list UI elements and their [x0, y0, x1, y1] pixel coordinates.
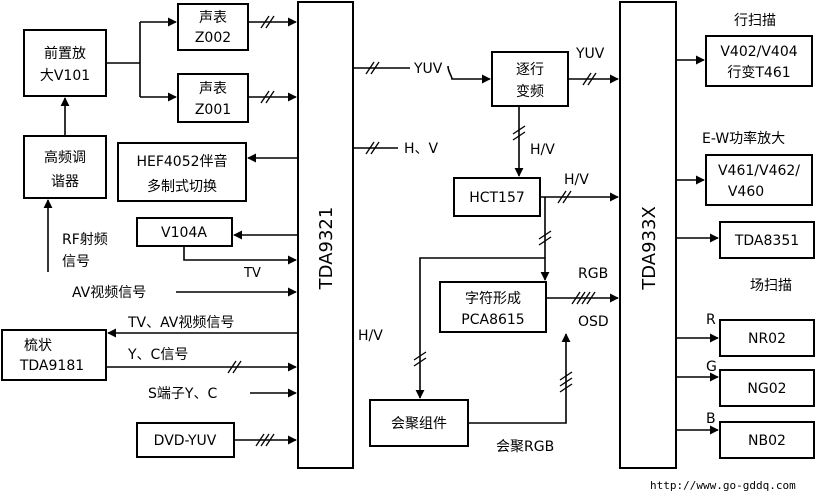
nr02-block: NR02	[719, 319, 815, 357]
r-label: R	[706, 312, 716, 328]
hscan-label: 行扫描	[734, 13, 776, 29]
s-terminal-label: S端子Y、C	[148, 386, 217, 402]
saw-filter-z001-block: 声表 Z001	[177, 73, 249, 123]
av-signal-label: AV视频信号	[72, 285, 146, 301]
svg-text:逐行: 逐行	[516, 62, 544, 78]
svg-text:TDA9181: TDA9181	[19, 358, 84, 374]
saw-filter-z002-block: 声表 Z002	[177, 3, 249, 51]
source-url: http://www.go-gddq.com	[650, 479, 796, 492]
yuv-label-2: YUV	[575, 46, 605, 62]
svg-text:字符形成: 字符形成	[465, 291, 521, 307]
svg-text:TDA8351: TDA8351	[734, 233, 799, 249]
convergence-block: 会聚组件	[369, 399, 469, 447]
ew-amp-label: E-W功率放大	[702, 130, 785, 147]
wire-hct-conv	[415, 257, 545, 399]
rf-label-line2: 信号	[62, 254, 90, 270]
progressive-scan-block: 逐行 变频	[491, 51, 569, 107]
svg-text:梳状: 梳状	[24, 338, 52, 354]
rgb-label: RGB	[578, 266, 608, 282]
svg-text:Z002: Z002	[195, 30, 231, 46]
svg-text:V402/V404: V402/V404	[720, 44, 797, 60]
char-generator-block: 字符形成 PCA8615	[439, 281, 547, 333]
preamp-block: 前置放 大V101	[23, 29, 107, 97]
v104a-block: V104A	[136, 217, 233, 247]
comb-filter-block: 梳状 TDA9181	[1, 329, 107, 381]
svg-text:DVD-YUV: DVD-YUV	[154, 433, 217, 449]
svg-text:TDA933X: TDA933X	[639, 206, 660, 291]
svg-text:V460: V460	[728, 184, 764, 200]
wire-conv-char	[468, 333, 571, 424]
bus-marks	[227, 15, 597, 447]
svg-text:HCT157: HCT157	[469, 190, 525, 206]
yuv-label-1: YUV	[413, 61, 443, 77]
hef4052-block: HEF4052伴音 多制式切换	[117, 142, 247, 202]
svg-text:PCA8615: PCA8615	[461, 312, 524, 328]
dvd-yuv-block: DVD-YUV	[136, 422, 235, 458]
conv-rgb-label: 会聚RGB	[496, 439, 554, 455]
svg-text:V104A: V104A	[161, 225, 207, 241]
svg-text:多制式切换: 多制式切换	[147, 178, 217, 195]
hv-label-3: H/V	[530, 142, 555, 158]
tda9321-chip: TDA9321	[297, 1, 354, 469]
ng02-block: NG02	[719, 369, 815, 407]
tuner-block: 高频调 谐器	[23, 135, 107, 199]
svg-text:TDA9321: TDA9321	[316, 207, 337, 291]
tvav-out-label: TV、AV视频信号	[127, 315, 234, 331]
svg-text:大V101: 大V101	[40, 68, 90, 84]
svg-text:Z001: Z001	[195, 102, 231, 118]
wire-v104a-tv	[183, 246, 297, 265]
svg-text:V461/V462/: V461/V462/	[718, 163, 800, 179]
hv-label-2: H/V	[358, 328, 383, 344]
yc-label: Y、C信号	[127, 347, 188, 363]
svg-text:NB02: NB02	[748, 433, 786, 449]
svg-text:HEF4052伴音: HEF4052伴音	[136, 153, 227, 170]
tv-label: TV	[243, 266, 261, 281]
hct157-block: HCT157	[453, 177, 541, 217]
rf-label-line1: RF射频	[62, 232, 108, 248]
svg-text:行变T461: 行变T461	[727, 65, 790, 81]
ew-amp-block: V461/V462/ V460	[705, 154, 813, 206]
svg-text:高频调: 高频调	[44, 149, 86, 166]
svg-text:NG02: NG02	[747, 381, 786, 397]
svg-text:谐器: 谐器	[51, 174, 79, 190]
wire-preamp-out	[106, 22, 141, 97]
svg-text:声表: 声表	[199, 10, 227, 26]
b-label: B	[706, 411, 716, 427]
hv-label-4: H/V	[564, 172, 589, 188]
svg-text:NR02: NR02	[748, 331, 786, 347]
horizontal-output-block: V402/V404 行变T461	[705, 35, 813, 87]
hv-label-1: H、V	[404, 141, 439, 157]
svg-text:声表: 声表	[199, 81, 227, 97]
tda933x-chip: TDA933X	[619, 1, 677, 469]
g-label: G	[706, 359, 717, 375]
svg-text:会聚组件: 会聚组件	[391, 416, 447, 432]
nb02-block: NB02	[719, 421, 815, 459]
vscan-label: 场扫描	[750, 278, 792, 294]
tda8351-block: TDA8351	[719, 221, 815, 259]
osd-label: OSD	[578, 314, 609, 330]
wire-yuv-to-scan	[447, 65, 491, 84]
svg-text:前置放: 前置放	[44, 45, 86, 62]
svg-text:变频: 变频	[516, 84, 544, 100]
